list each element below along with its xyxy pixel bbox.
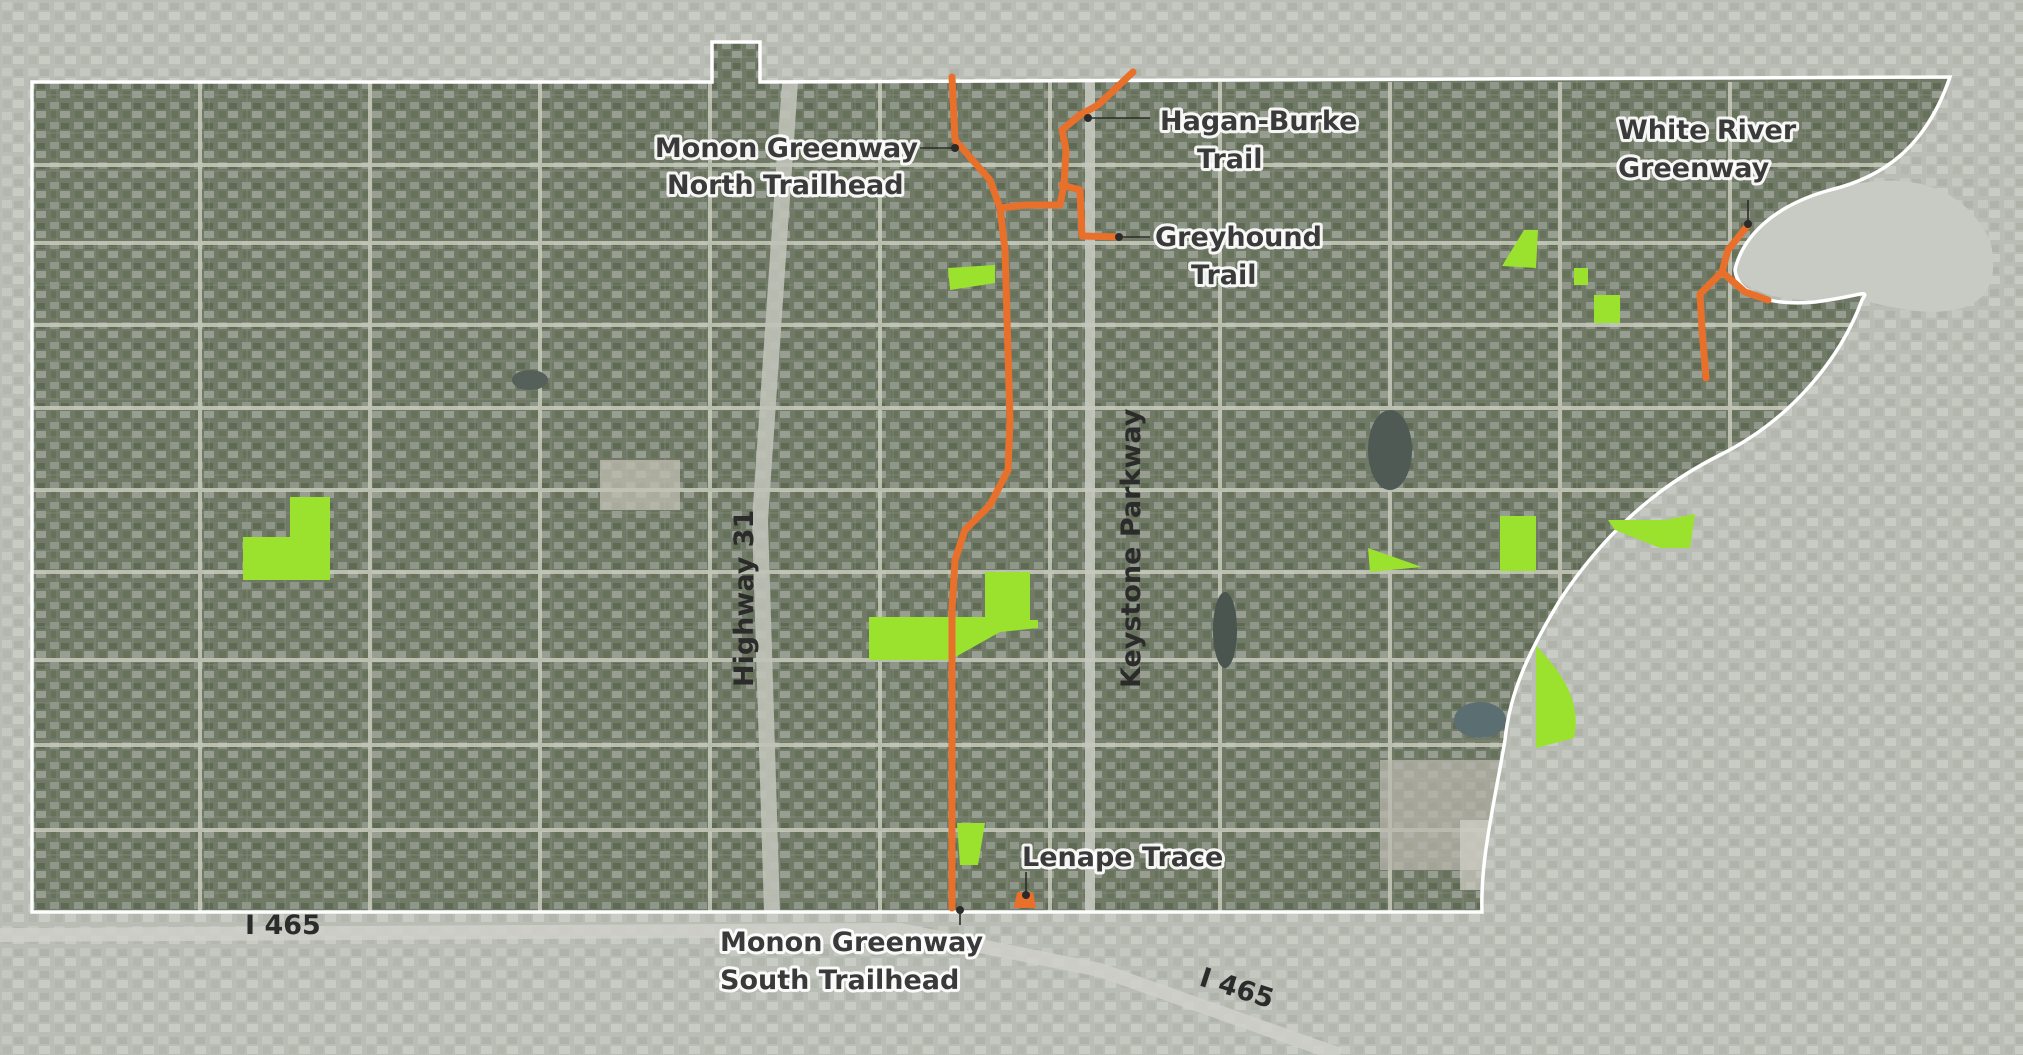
leaders [920, 114, 1752, 925]
label-monon-north-2: North Trailhead [667, 170, 904, 201]
label-greyhound-1: Greyhound [1155, 222, 1322, 253]
label-keystone-parkway: Keystone Parkway [1116, 408, 1147, 688]
label-hagan-burke-2: Trail [1197, 144, 1263, 175]
park-east-4[interactable] [1536, 646, 1576, 748]
label-monon-south-1: Monon Greenway [720, 927, 983, 958]
label-monon-north-1: Monon Greenway [655, 133, 918, 164]
park-east-1[interactable] [1368, 548, 1422, 572]
park-east-3[interactable] [1608, 514, 1695, 548]
park-central-north[interactable] [948, 265, 995, 290]
label-lenape-trace: Lenape Trace [1022, 842, 1223, 873]
trail-labels: Monon Greenway North Trailhead Hagan-Bur… [652, 103, 1800, 999]
park-central-south[interactable] [869, 572, 1038, 660]
park-ne-1[interactable] [1502, 230, 1538, 268]
label-greyhound-2: Trail [1191, 260, 1257, 291]
road-labels: Highway 31 Keystone Parkway I 465 I 465 [245, 408, 1278, 1015]
greyhound-trail[interactable] [1058, 181, 1124, 241]
i465-highway [0, 922, 1343, 1055]
monon-greenway[interactable] [948, 73, 1014, 912]
park-south[interactable] [957, 823, 985, 865]
hagan-burke-trail[interactable] [996, 68, 1137, 212]
label-i465-west: I 465 [245, 910, 321, 941]
label-hagan-burke-1: Hagan-Burke [1160, 106, 1357, 137]
park-ne-3[interactable] [1594, 295, 1620, 323]
label-highway-31: Highway 31 [729, 510, 760, 687]
white-river-greenway[interactable] [1696, 221, 1772, 382]
label-white-river-1: White River [1618, 115, 1797, 146]
city-boundary [30, 40, 1953, 914]
trails [948, 68, 1772, 912]
label-white-river-2: Greenway [1618, 153, 1770, 184]
park-east-2[interactable] [1500, 516, 1536, 571]
label-monon-south-2: South Trailhead [720, 965, 959, 996]
reservoir [1735, 180, 1994, 312]
park-ne-2[interactable] [1574, 268, 1588, 285]
park-west[interactable] [243, 497, 330, 580]
parks [243, 230, 1695, 865]
